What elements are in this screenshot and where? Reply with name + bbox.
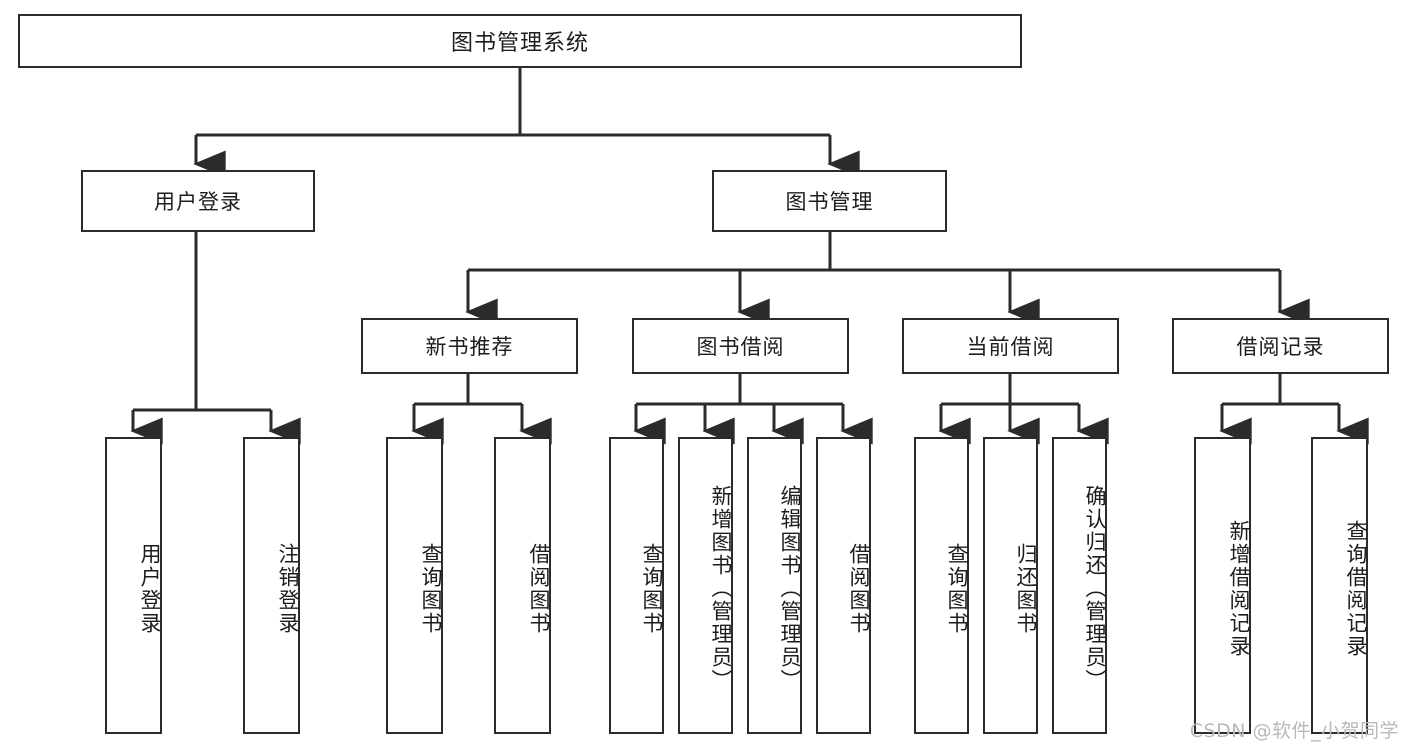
node-book-management[interactable]: 图书管理 bbox=[712, 170, 947, 232]
node-root-system[interactable]: 图书管理系统 bbox=[18, 14, 1022, 68]
node-new-book-recommend[interactable]: 新书推荐 bbox=[361, 318, 578, 374]
leaf-borrow-edit-book-admin[interactable]: 编辑图书（管理员） bbox=[747, 437, 802, 734]
leaf-borrow-borrow-book[interactable]: 借阅图书 bbox=[816, 437, 871, 734]
csdn-watermark: CSDN @软件_小贺同学 bbox=[1189, 720, 1399, 742]
leaf-current-query-book[interactable]: 查询图书 bbox=[914, 437, 969, 734]
leaf-current-confirm-return-admin[interactable]: 确认归还（管理员） bbox=[1052, 437, 1107, 734]
leaf-current-return-book[interactable]: 归还图书 bbox=[983, 437, 1038, 734]
node-book-borrow[interactable]: 图书借阅 bbox=[632, 318, 849, 374]
leaf-recommend-query-book[interactable]: 查询图书 bbox=[386, 437, 443, 734]
node-borrow-record[interactable]: 借阅记录 bbox=[1172, 318, 1389, 374]
leaf-recommend-borrow-book[interactable]: 借阅图书 bbox=[494, 437, 551, 734]
leaf-borrow-query-book[interactable]: 查询图书 bbox=[609, 437, 664, 734]
node-current-borrow[interactable]: 当前借阅 bbox=[902, 318, 1119, 374]
leaf-record-query-record[interactable]: 查询借阅记录 bbox=[1311, 437, 1368, 734]
leaf-user-login-signin[interactable]: 用户登录 bbox=[105, 437, 162, 734]
leaf-record-add-record[interactable]: 新增借阅记录 bbox=[1194, 437, 1251, 734]
leaf-borrow-add-book-admin[interactable]: 新增图书（管理员） bbox=[678, 437, 733, 734]
leaf-user-login-signout[interactable]: 注销登录 bbox=[243, 437, 300, 734]
node-user-login[interactable]: 用户登录 bbox=[81, 170, 315, 232]
